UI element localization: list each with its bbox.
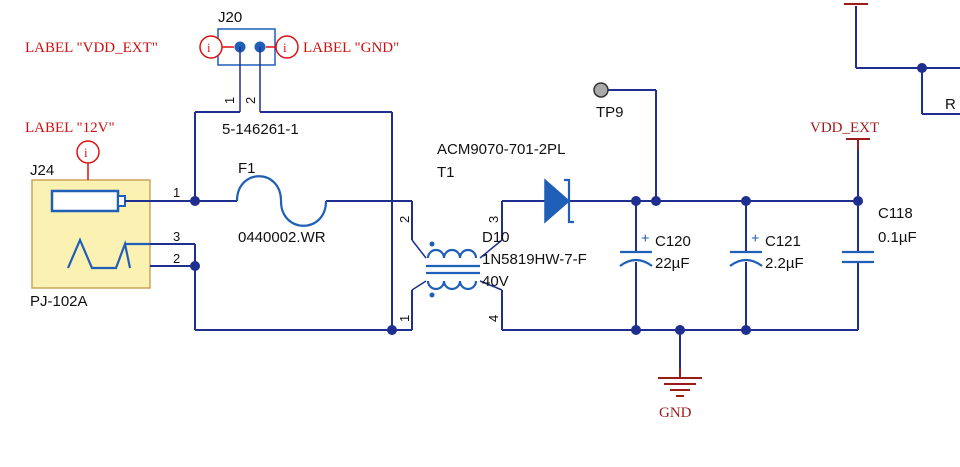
c121-value: 2.2µF bbox=[765, 255, 804, 272]
testpoint-tp9[interactable] bbox=[593, 82, 609, 98]
fuse-f1[interactable] bbox=[235, 175, 328, 227]
c120-value: 22µF bbox=[655, 255, 690, 272]
c118-value: 0.1µF bbox=[878, 229, 917, 246]
wires-input bbox=[125, 111, 413, 331]
capacitor-c120[interactable] bbox=[619, 250, 653, 267]
tp9-ref: TP9 bbox=[596, 104, 624, 121]
wires-output bbox=[501, 6, 960, 378]
transformer-t1[interactable] bbox=[411, 239, 503, 298]
net-label-12v: LABEL "12V" bbox=[25, 120, 115, 136]
f1-value: 0440002.WR bbox=[238, 229, 326, 246]
svg-text:i: i bbox=[283, 40, 287, 55]
net-label-gnd: LABEL "GND" bbox=[303, 40, 399, 56]
j24-ref: J24 bbox=[30, 162, 54, 179]
t1-pin2: 2 bbox=[397, 216, 412, 223]
diode-d10[interactable] bbox=[544, 178, 574, 224]
j20-pin2: 2 bbox=[243, 97, 258, 104]
d10-part: 1N5819HW-7-F bbox=[482, 251, 587, 268]
f1-ref: F1 bbox=[238, 160, 256, 177]
c120-ref: C120 bbox=[655, 233, 691, 250]
power-label-vdd-ext: VDD_EXT bbox=[810, 120, 879, 136]
j24-pin1: 1 bbox=[173, 185, 180, 200]
net-label-vdd-ext: LABEL "VDD_EXT" bbox=[25, 40, 158, 56]
c118-ref: C118 bbox=[878, 205, 913, 222]
t1-part: ACM9070-701-2PL bbox=[437, 141, 565, 158]
t1-ref: T1 bbox=[437, 164, 455, 181]
power-label-gnd: GND bbox=[659, 405, 692, 421]
t1-pin3: 3 bbox=[486, 216, 501, 223]
j24-pin2: 2 bbox=[173, 251, 180, 266]
c121-polarity: + bbox=[751, 231, 760, 247]
d10-ref: D10 bbox=[482, 229, 510, 246]
j20-part: 5-146261-1 bbox=[222, 121, 299, 138]
t1-pin4: 4 bbox=[486, 315, 501, 322]
info-icon-12v[interactable]: i bbox=[76, 140, 100, 180]
capacitor-c118[interactable] bbox=[842, 250, 874, 264]
j24-part: PJ-102A bbox=[30, 293, 88, 310]
resistor-ref: R bbox=[945, 96, 956, 113]
t1-pin1: 1 bbox=[397, 315, 412, 322]
d10-rating: 40V bbox=[482, 273, 509, 290]
connector-j24[interactable] bbox=[31, 179, 151, 289]
power-port-gnd[interactable] bbox=[658, 368, 702, 397]
info-icon-gnd[interactable]: i bbox=[266, 35, 299, 59]
j20-pin1: 1 bbox=[222, 97, 237, 104]
power-port-vdd-ext[interactable] bbox=[846, 138, 870, 150]
c121-ref: C121 bbox=[765, 233, 801, 250]
j24-pin3: 3 bbox=[173, 229, 180, 244]
j20-ref: J20 bbox=[218, 9, 242, 26]
junctions bbox=[190, 63, 927, 335]
svg-text:i: i bbox=[84, 145, 88, 160]
info-icon-vdd-ext[interactable]: i bbox=[199, 35, 234, 59]
c120-polarity: + bbox=[641, 231, 650, 247]
svg-text:i: i bbox=[207, 40, 211, 55]
capacitor-c121[interactable] bbox=[729, 250, 763, 267]
